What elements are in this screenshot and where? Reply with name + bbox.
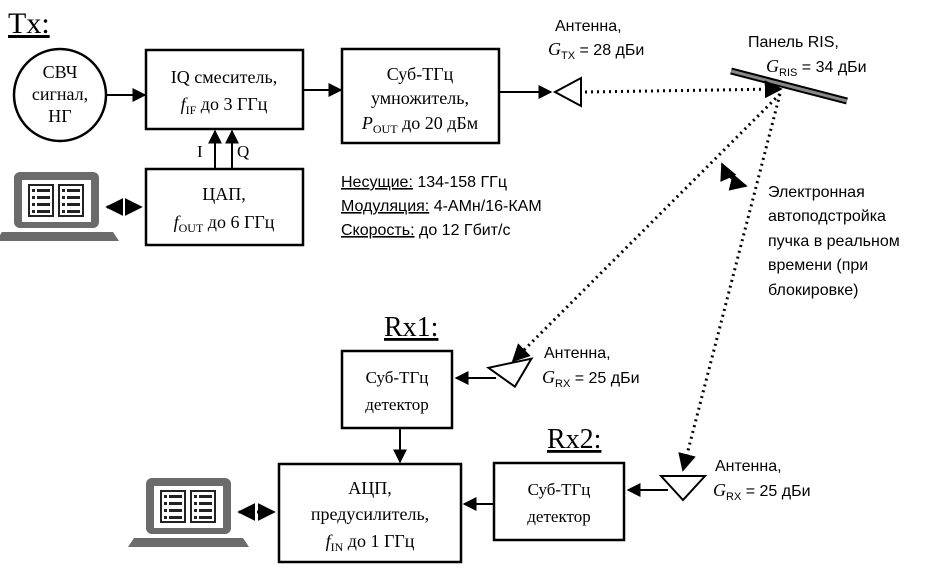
rx-laptop-icon: [128, 478, 249, 547]
multiplier-block: Суб-ТГц умножитель, POUT до 20 дБм: [340, 47, 501, 145]
adc-title: АЦП,: [348, 478, 392, 498]
rf-source-block: СВЧ сигнал, НГ: [12, 47, 108, 143]
rx2-antenna-icon: [658, 475, 708, 502]
iq-mixer-title: IQ смеситель,: [171, 67, 277, 87]
ris-note-line2: автоподстройка: [768, 208, 886, 225]
rf-source-line1: СВЧ: [43, 62, 78, 82]
rx2-detector-block: Суб-ТГц детектор: [492, 461, 626, 542]
dac-block: ЦАП, fOUT до 6 ГГц: [144, 167, 305, 247]
iq-mixer-block: IQ смеситель, fIF до 3 ГГц: [144, 48, 305, 131]
multiplier-line1: Суб-ТГц: [387, 64, 454, 84]
rf-source-line2: сигнал,: [32, 84, 88, 104]
rx1-detector-line1: Суб-ТГц: [366, 368, 429, 387]
adc-block: АЦП, предусилитель, fIN до 1 ГГц: [277, 462, 463, 564]
rx2-antenna-gain: GRX = 25 дБи: [713, 480, 811, 503]
ris-note: Электронная автоподстройка пучка в реаль…: [768, 184, 900, 299]
rx1-section-label: Rx1:: [384, 312, 438, 343]
dac-freq: fOUT до 6 ГГц: [174, 212, 275, 235]
spec-rate: Скорость: до 12 Гбит/с: [341, 222, 510, 239]
spec-modulation: Модуляция: 4-АМн/16-КАМ: [341, 198, 542, 215]
ris-note-line3: пучка в реальном: [768, 233, 900, 250]
i-label: I: [197, 142, 203, 161]
rx2-section-label: Rx2:: [547, 424, 601, 455]
rx1-detector-block: Суб-ТГц детектор: [340, 349, 454, 430]
dac-title: ЦАП,: [202, 184, 246, 204]
specs-list: Несущие: 134-158 ГГц Модуляция: 4-АМн/16…: [341, 174, 542, 239]
tx-to-ris-beam: [584, 80, 783, 99]
rx2-detector-line1: Суб-ТГц: [528, 480, 591, 499]
tx-antenna-title: Антенна,: [555, 18, 622, 35]
rx2-detector-line2: детектор: [527, 507, 590, 526]
q-label: Q: [237, 142, 249, 161]
rx1-antenna-icon: [485, 357, 534, 389]
tx-antenna-gain: GTX = 28 дБи: [548, 39, 644, 62]
ris-title: Панель RIS,: [748, 34, 839, 51]
multiplier-power: POUT до 20 дБм: [361, 113, 478, 136]
ris-gain: GRIS = 34 дБи: [766, 56, 867, 79]
tx-laptop-icon: [0, 172, 119, 241]
ris-to-rx1-beam: [511, 92, 782, 363]
ris-to-rx2-beam: [678, 93, 782, 472]
rx1-antenna-gain: GRX = 25 дБи: [542, 367, 640, 390]
rf-source-line3: НГ: [48, 106, 71, 126]
rx1-antenna-title: Антенна,: [544, 345, 611, 362]
tx-antenna-icon: [552, 76, 582, 108]
iq-mixer-freq: fIF до 3 ГГц: [181, 94, 268, 117]
rx1-detector-line2: детектор: [365, 395, 428, 414]
beam-steering-arc-icon: [720, 162, 748, 191]
adc-freq: fIN до 1 ГГц: [326, 531, 415, 554]
ris-panel-icon: [730, 67, 848, 105]
rx2-antenna-title: Антенна,: [715, 458, 782, 475]
multiplier-line2: умножитель,: [371, 88, 469, 108]
ris-note-line1: Электронная: [768, 184, 865, 201]
spec-carriers: Несущие: 134-158 ГГц: [341, 174, 507, 191]
ris-note-line5: блокировке): [768, 282, 859, 299]
adc-preamp: предусилитель,: [311, 504, 429, 524]
ris-note-line4: времени (при: [768, 257, 868, 274]
tx-section-label: Tx:: [8, 7, 50, 40]
